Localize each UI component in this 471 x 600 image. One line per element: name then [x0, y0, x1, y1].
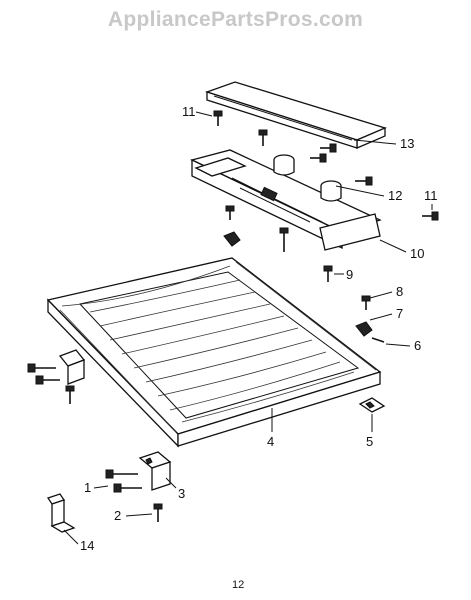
callout-7: 7: [396, 306, 403, 321]
part-10-frame[interactable]: [190, 149, 382, 251]
callout-10: 10: [410, 246, 424, 261]
callout-12: 12: [388, 188, 402, 203]
callout-8: 8: [396, 284, 403, 299]
callout-3: 3: [178, 486, 185, 501]
part-14-bracket[interactable]: [46, 493, 76, 533]
watermark: AppliancePartsPros.com: [107, 8, 364, 31]
callout-labels: 11 13 12 11 10 9 8 7 6 5 4 3 1 2 14 12: [80, 104, 438, 591]
callout-13: 13: [400, 136, 414, 151]
callout-2: 2: [114, 508, 121, 523]
screws-top: [213, 110, 439, 310]
callout-11-right: 11: [424, 188, 438, 203]
leader-lines: [63, 111, 433, 545]
callout-14: 14: [80, 538, 94, 553]
part-clip[interactable]: [223, 231, 385, 343]
callout-9: 9: [346, 267, 353, 282]
callout-11-top: 11: [182, 104, 196, 119]
part-5-foot[interactable]: [358, 397, 386, 413]
callout-1: 1: [84, 480, 91, 495]
part-13-top-cover[interactable]: [204, 81, 387, 149]
part-left-bracket[interactable]: [27, 349, 86, 404]
part-4-cutting-board[interactable]: [46, 257, 382, 448]
callout-5: 5: [366, 434, 373, 449]
callout-4: 4: [267, 434, 274, 449]
part-12-knob[interactable]: [273, 154, 342, 202]
page-number: 12: [232, 579, 244, 591]
callout-6: 6: [414, 338, 421, 353]
part-3-bracket[interactable]: [105, 451, 172, 522]
